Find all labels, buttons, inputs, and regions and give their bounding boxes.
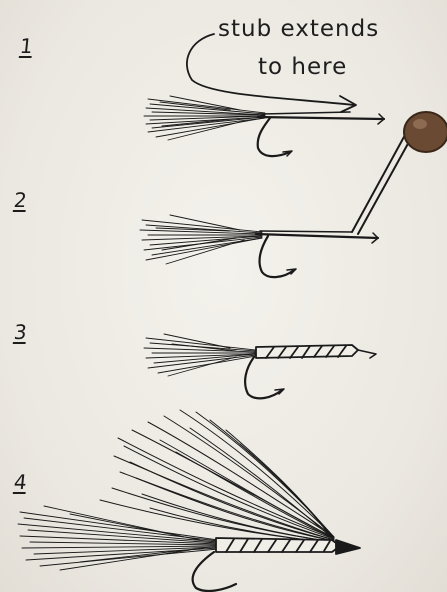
fly-2-hook — [256, 231, 378, 277]
fly-3-hook — [245, 357, 284, 398]
fly-4-tail-fibers — [18, 506, 218, 570]
fly-2-bead — [404, 112, 447, 152]
fly-4-wing-fibers — [100, 410, 334, 543]
annotation-arrow — [187, 34, 356, 112]
fly-1-hook — [258, 112, 384, 156]
fly-3-wrapped-body — [256, 345, 376, 358]
fly-4-wrapped-body — [216, 538, 360, 554]
fly-3-tail-fibers — [144, 334, 256, 376]
fly-4-hook — [193, 552, 236, 591]
fly-2-tail-fibers — [140, 215, 262, 264]
fly-2-stalk — [352, 135, 410, 234]
fly-1-tail-fibers — [144, 96, 265, 140]
